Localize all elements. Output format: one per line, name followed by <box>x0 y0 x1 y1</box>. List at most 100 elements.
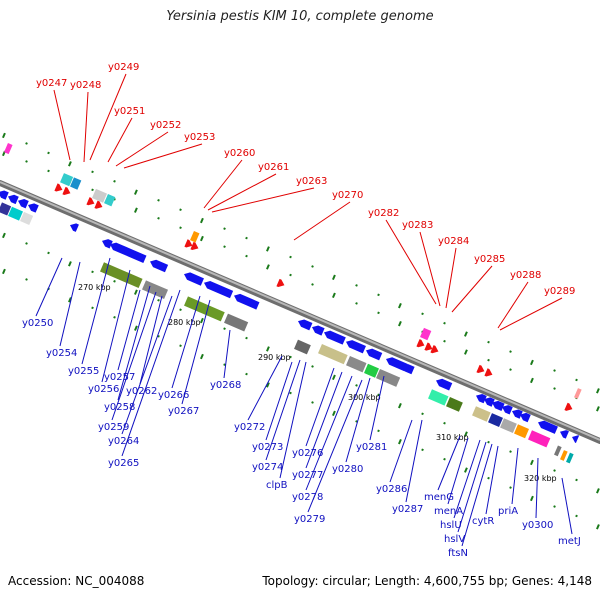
feature-block[interactable] <box>560 450 568 461</box>
gene-label-y0263[interactable]: y0263 <box>296 176 327 187</box>
feature-block[interactable] <box>364 363 379 378</box>
gene-label-y0286[interactable]: y0286 <box>376 484 407 495</box>
gene-label-y0282[interactable]: y0282 <box>368 208 399 219</box>
gene-label-y0251[interactable]: y0251 <box>114 106 145 117</box>
gene-label-y0265[interactable]: y0265 <box>108 458 139 469</box>
gene-label-y0280[interactable]: y0280 <box>332 464 363 475</box>
gene-label-menG[interactable]: menG <box>424 492 454 503</box>
gene-label-menA[interactable]: menA <box>434 506 463 517</box>
reverse-gene-arrow[interactable] <box>434 377 453 391</box>
reverse-gene-arrow[interactable] <box>232 292 260 310</box>
gene-label-y0289[interactable]: y0289 <box>544 286 575 297</box>
feature-block[interactable] <box>346 356 367 373</box>
feature-block[interactable] <box>488 413 503 428</box>
reverse-gene-arrow[interactable] <box>296 317 313 331</box>
gene-label-metJ[interactable]: metJ <box>558 536 581 547</box>
forward-gene-arrow[interactable] <box>430 345 440 355</box>
reverse-gene-arrow[interactable] <box>490 399 505 411</box>
feature-block[interactable] <box>190 230 200 243</box>
gene-label-y0262[interactable]: y0262 <box>126 386 157 397</box>
gene-label-y0287[interactable]: y0287 <box>392 504 423 515</box>
gene-label-y0281[interactable]: y0281 <box>356 442 387 453</box>
feature-block[interactable] <box>92 188 107 203</box>
feature-block[interactable] <box>554 445 562 457</box>
feature-block[interactable] <box>472 406 491 422</box>
gene-label-y0285[interactable]: y0285 <box>474 254 505 265</box>
feature-block[interactable] <box>224 313 249 332</box>
reverse-gene-arrow[interactable] <box>570 433 580 444</box>
gene-label-priA[interactable]: priA <box>498 506 518 517</box>
feature-block[interactable] <box>184 296 225 322</box>
reverse-gene-arrow[interactable] <box>202 279 234 299</box>
gene-label-y0300[interactable]: y0300 <box>522 520 553 531</box>
forward-gene-arrow[interactable] <box>62 186 72 197</box>
reverse-gene-arrow[interactable] <box>482 395 495 407</box>
gene-label-y0259[interactable]: y0259 <box>98 422 129 433</box>
gene-label-y0250[interactable]: y0250 <box>22 318 53 329</box>
feature-block[interactable] <box>528 430 551 448</box>
feature-block[interactable] <box>376 368 401 387</box>
forward-gene-arrow[interactable] <box>416 339 426 349</box>
forward-gene-arrow[interactable] <box>86 197 96 207</box>
reverse-gene-arrow[interactable] <box>510 407 523 419</box>
forward-gene-arrow[interactable] <box>476 364 486 375</box>
gene-label-y0270[interactable]: y0270 <box>332 190 363 201</box>
gene-label-y0277[interactable]: y0277 <box>292 470 323 481</box>
gene-label-y0274[interactable]: y0274 <box>252 462 283 473</box>
gene-label-y0256[interactable]: y0256 <box>88 384 119 395</box>
reverse-gene-arrow[interactable] <box>558 428 569 439</box>
gene-label-y0261[interactable]: y0261 <box>258 162 289 173</box>
feature-block[interactable] <box>566 452 574 464</box>
gene-label-cytR[interactable]: cytR <box>472 516 494 527</box>
gene-label-y0267[interactable]: y0267 <box>168 406 199 417</box>
reverse-gene-arrow[interactable] <box>182 270 204 286</box>
reverse-gene-arrow[interactable] <box>344 338 366 354</box>
gene-label-y0276[interactable]: y0276 <box>292 448 323 459</box>
feature-block[interactable] <box>0 202 12 216</box>
forward-gene-arrow[interactable] <box>54 183 64 193</box>
gene-label-y0248[interactable]: y0248 <box>70 80 101 91</box>
gene-label-hslU[interactable]: hslU <box>440 520 462 531</box>
gene-label-y0253[interactable]: y0253 <box>184 132 215 143</box>
reverse-gene-arrow[interactable] <box>518 411 531 423</box>
gene-label-y0268[interactable]: y0268 <box>210 380 241 391</box>
gene-label-y0266[interactable]: y0266 <box>158 390 189 401</box>
gene-label-y0284[interactable]: y0284 <box>438 236 469 247</box>
gene-label-y0283[interactable]: y0283 <box>402 220 433 231</box>
reverse-gene-arrow[interactable] <box>500 403 513 415</box>
feature-block[interactable] <box>446 397 463 412</box>
feature-block[interactable] <box>142 280 169 299</box>
feature-block[interactable] <box>8 206 23 221</box>
feature-block[interactable] <box>514 424 529 439</box>
forward-gene-arrow[interactable] <box>94 200 104 211</box>
forward-gene-arrow[interactable] <box>184 239 194 249</box>
feature-block[interactable] <box>428 389 449 406</box>
gene-label-y0264[interactable]: y0264 <box>108 436 139 447</box>
forward-gene-arrow[interactable] <box>564 402 574 413</box>
gene-label-y0279[interactable]: y0279 <box>294 514 325 525</box>
reverse-gene-arrow[interactable] <box>0 188 9 200</box>
reverse-gene-arrow[interactable] <box>108 241 147 263</box>
gene-label-y0249[interactable]: y0249 <box>108 62 139 73</box>
feature-block[interactable] <box>294 339 311 355</box>
reverse-gene-arrow[interactable] <box>68 221 79 232</box>
gene-label-y0273[interactable]: y0273 <box>252 442 283 453</box>
forward-gene-arrow[interactable] <box>424 342 434 353</box>
gene-label-y0288[interactable]: y0288 <box>510 270 541 281</box>
reverse-gene-arrow[interactable] <box>364 347 383 361</box>
forward-gene-arrow[interactable] <box>484 368 494 378</box>
forward-gene-arrow[interactable] <box>190 241 200 252</box>
reverse-gene-arrow[interactable] <box>6 193 19 205</box>
gene-label-ftsN[interactable]: ftsN <box>448 548 468 559</box>
feature-block[interactable] <box>70 177 82 190</box>
gene-label-y0257[interactable]: y0257 <box>104 372 135 383</box>
gene-label-y0260[interactable]: y0260 <box>224 148 255 159</box>
feature-block[interactable] <box>574 388 582 399</box>
forward-gene-arrow[interactable] <box>276 278 286 289</box>
gene-label-y0255[interactable]: y0255 <box>68 366 99 377</box>
gene-label-hslV[interactable]: hslV <box>444 534 465 545</box>
feature-block[interactable] <box>318 344 348 365</box>
feature-block[interactable] <box>104 193 116 207</box>
reverse-gene-arrow[interactable] <box>322 329 346 345</box>
reverse-gene-arrow[interactable] <box>536 419 558 434</box>
